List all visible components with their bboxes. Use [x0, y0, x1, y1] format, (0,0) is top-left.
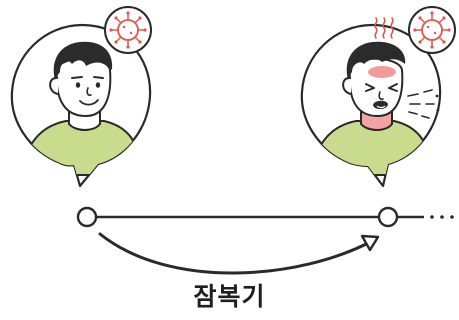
- cough-droplets-icon: [407, 89, 440, 119]
- incubation-arrow: [98, 232, 380, 275]
- right-eye: [388, 83, 398, 92]
- timeline: [76, 206, 454, 228]
- hair: [346, 41, 406, 80]
- heat-icon: [374, 17, 394, 39]
- hair: [53, 41, 113, 80]
- right-eye: [95, 82, 101, 88]
- healthy-person-panel: [10, 6, 152, 188]
- head: [55, 57, 112, 118]
- timeline-ellipsis: [430, 215, 454, 219]
- incubation-period-label: 잠복기: [193, 282, 266, 311]
- symptom-onset-point: [377, 206, 399, 228]
- smile: [79, 99, 99, 106]
- nose: [86, 87, 92, 96]
- sick-person-panel: [300, 6, 456, 188]
- fever-blush: [368, 66, 396, 78]
- left-eye: [365, 83, 375, 92]
- left-eyebrow: [71, 76, 83, 79]
- nose: [378, 91, 384, 100]
- virus-icon: [408, 6, 456, 54]
- virus-icon: [104, 6, 152, 54]
- ear: [342, 76, 352, 95]
- infection-point: [76, 206, 98, 228]
- right-eyebrow: [93, 76, 104, 79]
- arrow-head-icon: [360, 234, 380, 252]
- left-eye: [75, 82, 81, 88]
